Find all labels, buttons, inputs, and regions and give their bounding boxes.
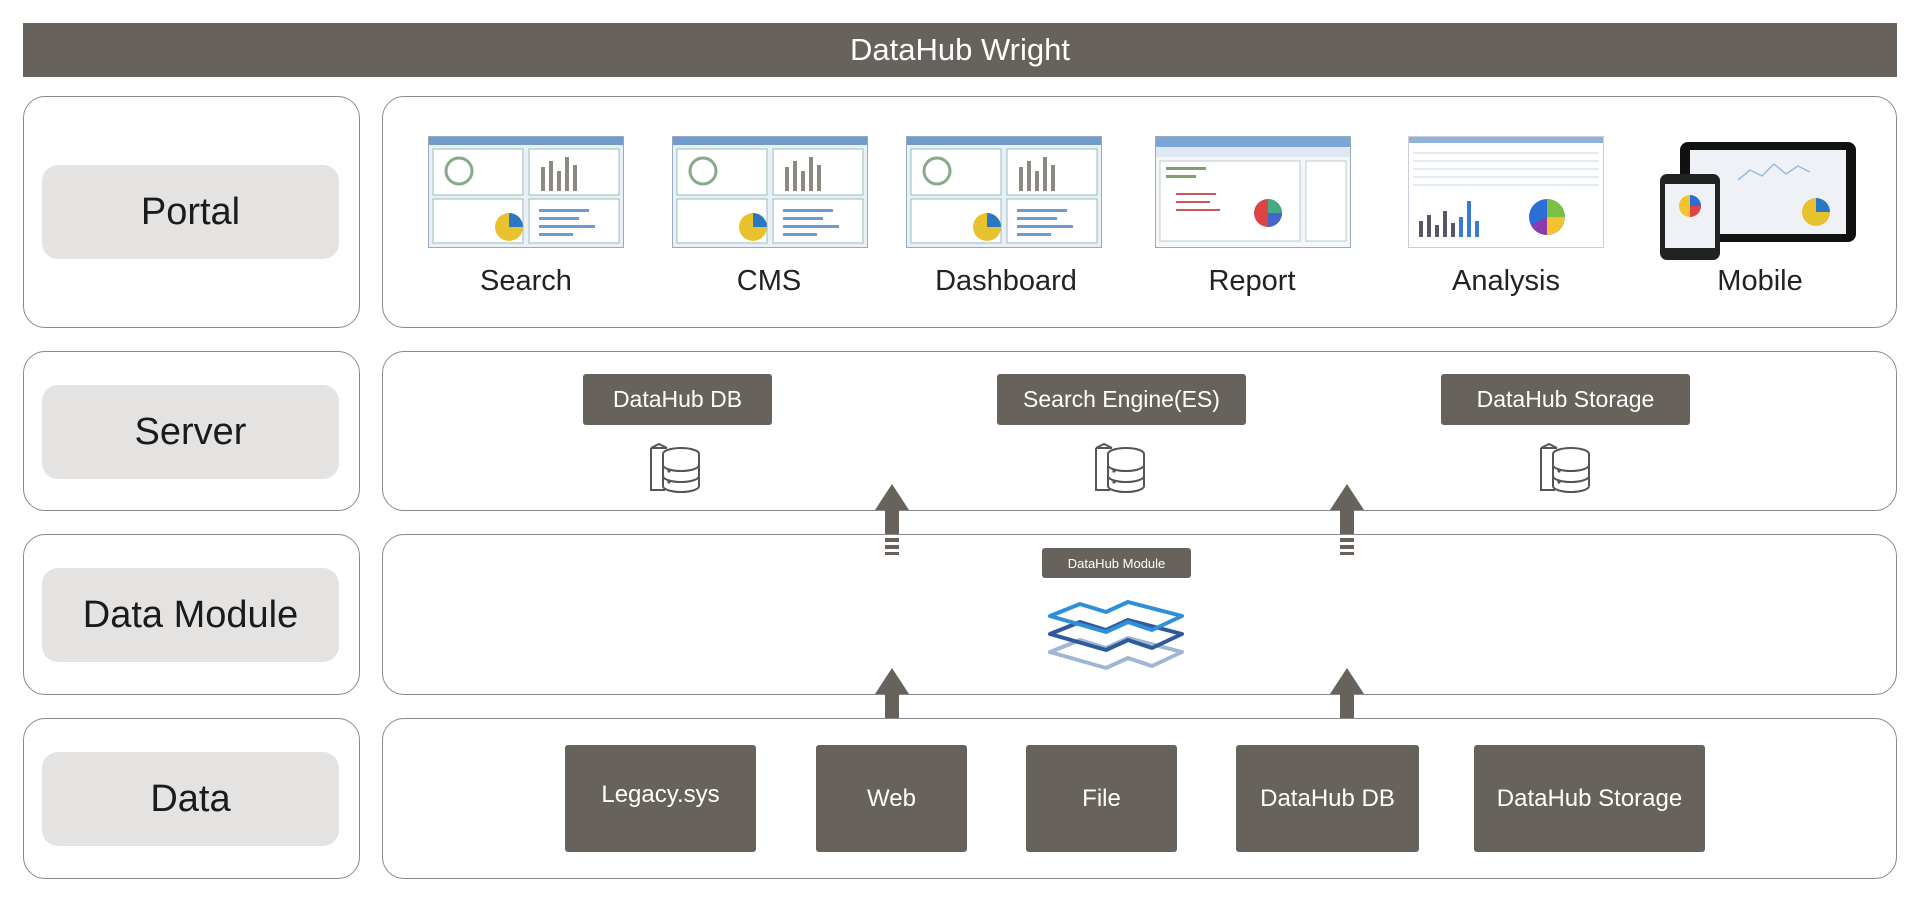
portal-layer-label: Portal [42, 165, 339, 259]
portal-label-panel: Portal [23, 96, 360, 328]
data-source-legacy-sys: Legacy.sys [565, 745, 756, 852]
portal-item-dashboard: Dashboard [906, 130, 1106, 300]
data-label-panel: Data [23, 718, 360, 879]
portal-item-label: CMS [736, 265, 802, 297]
data-source-datahub-storage: DataHub Storage [1474, 745, 1705, 852]
data-layer-label: Data [42, 752, 339, 846]
report-screenshot-thumbnail [1155, 136, 1351, 248]
portal-item-analysis: Analysis [1408, 130, 1608, 300]
portal-item-mobile: Mobile [1660, 130, 1860, 300]
database-icon [1540, 442, 1590, 493]
datahub-module-box: DataHub Module [1042, 548, 1191, 578]
arrow-up-icon [1330, 484, 1364, 555]
diagram-title: DataHub Wright [23, 23, 1897, 77]
server-box-datahub-db: DataHub DB [583, 374, 772, 425]
database-icon [1095, 442, 1145, 493]
mobile-devices-icon [1660, 142, 1856, 260]
server-layer-label: Server [42, 385, 339, 479]
cms-screenshot-thumbnail [672, 136, 868, 248]
portal-item-label: Mobile [1717, 265, 1803, 297]
dashboard-screenshot-thumbnail [906, 136, 1102, 248]
portal-item-label: Dashboard [935, 265, 1077, 297]
analysis-screenshot-thumbnail [1408, 136, 1604, 248]
portal-item-label: Report [1208, 265, 1296, 297]
data-source-datahub-db: DataHub DB [1236, 745, 1419, 852]
portal-item-report: Report [1155, 130, 1355, 300]
server-box-datahub-storage: DataHub Storage [1441, 374, 1690, 425]
server-box-search-engine: Search Engine(ES) [997, 374, 1246, 425]
data-module-label-panel: Data Module [23, 534, 360, 695]
portal-item-label: Analysis [1452, 265, 1560, 297]
portal-item-cms: CMS [672, 130, 872, 300]
database-icon [650, 442, 700, 493]
data-module-layer-label: Data Module [42, 568, 339, 662]
server-label-panel: Server [23, 351, 360, 511]
portal-item-label: Search [480, 265, 572, 297]
arrow-up-icon [875, 484, 909, 555]
search-screenshot-thumbnail [428, 136, 624, 248]
data-source-web: Web [816, 745, 967, 852]
portal-item-search: Search [428, 130, 628, 300]
portal-content-panel [382, 96, 1897, 328]
data-source-file: File [1026, 745, 1177, 852]
layers-stack-icon [1048, 600, 1184, 670]
